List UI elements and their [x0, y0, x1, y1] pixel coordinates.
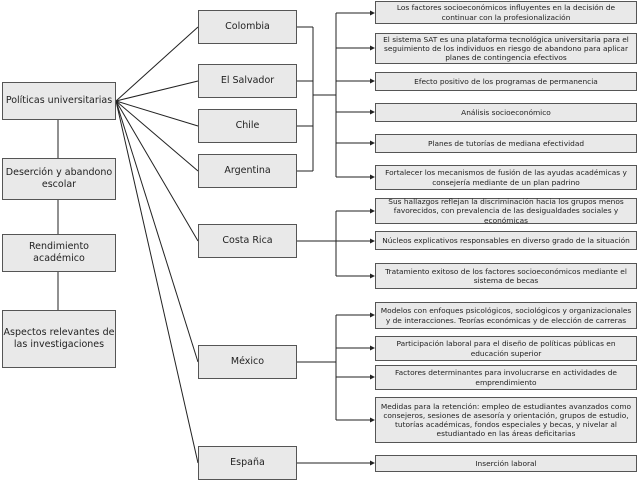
topic-aspectos: Aspectos relevantes de las investigacion…: [2, 310, 116, 368]
country-argentina: Argentina: [198, 154, 297, 188]
arrow-costarica-2-arrowhead: [370, 273, 375, 279]
arrow-costarica-1-arrowhead: [370, 238, 375, 244]
finding-medidas-retencion: Medidas para la retención: empleo de est…: [375, 397, 637, 443]
topic-desercion: Deserción y abandono escolar: [2, 158, 116, 200]
arrow-group1-2-arrowhead: [370, 78, 375, 84]
finding-fortalecer-mecanismos: Fortalecer los mecanismos de fusión de l…: [375, 165, 637, 190]
arrow-mexico-2-arrowhead: [370, 374, 375, 380]
finding-nucleos-explicativos: Núcleos explicativos responsables en div…: [375, 231, 637, 250]
finding-programas-permanencia: Efecto positivo de los programas de perm…: [375, 72, 637, 91]
arrow-group1-3-arrowhead: [370, 109, 375, 115]
line-root-to-country-4: [115, 100, 199, 242]
line-root-to-country-3: [115, 100, 199, 172]
finding-discriminacion: Sus hallazgos reflejan la discriminación…: [375, 197, 637, 225]
finding-participacion-laboral: Participación laboral para el diseño de …: [375, 336, 637, 361]
finding-insercion-laboral: Inserción laboral: [375, 455, 637, 472]
arrow-group1-4-arrowhead: [370, 140, 375, 146]
arrow-group1-0-arrowhead: [370, 10, 375, 16]
arrow-group1-5-arrowhead: [370, 174, 375, 180]
country-costa-rica: Costa Rica: [198, 224, 297, 258]
line-root-to-country-6: [115, 100, 199, 464]
finding-sistema-becas: Tratamiento exitoso de los factores soci…: [375, 263, 637, 289]
arrow-mexico-3-arrowhead: [370, 417, 375, 423]
country-el-salvador: El Salvador: [198, 64, 297, 98]
finding-modelos-enfoques: Modelos con enfoques psicológicos, socio…: [375, 302, 637, 329]
country-chile: Chile: [198, 109, 297, 143]
arrow-group1-1-arrowhead: [370, 45, 375, 51]
finding-sistema-sat: El sistema SAT es una plataforma tecnoló…: [375, 33, 637, 64]
topic-rendimiento: Rendimiento académico: [2, 234, 116, 272]
line-root-to-country-5: [115, 100, 199, 363]
country-colombia: Colombia: [198, 10, 297, 44]
finding-factores-emprendimiento: Factores determinantes para involucrarse…: [375, 365, 637, 390]
line-root-to-country-0: [115, 26, 199, 102]
arrow-mexico-1-arrowhead: [370, 345, 375, 351]
root-node-politicas: Políticas universitarias: [2, 82, 116, 120]
arrow-espana-0-arrowhead: [370, 460, 375, 466]
line-root-to-country-2: [115, 100, 199, 127]
line-root-to-country-1: [115, 80, 199, 102]
arrow-costarica-0-arrowhead: [370, 208, 375, 214]
finding-factores-socioeconomicos: Los factores socioeconómicos influyentes…: [375, 1, 637, 24]
country-mexico: México: [198, 345, 297, 379]
finding-planes-tutorias: Planes de tutorías de mediana efectivida…: [375, 134, 637, 153]
arrow-mexico-0-arrowhead: [370, 312, 375, 318]
country-espana: España: [198, 446, 297, 480]
finding-analisis-socioeconomico: Análisis socioeconómico: [375, 103, 637, 122]
